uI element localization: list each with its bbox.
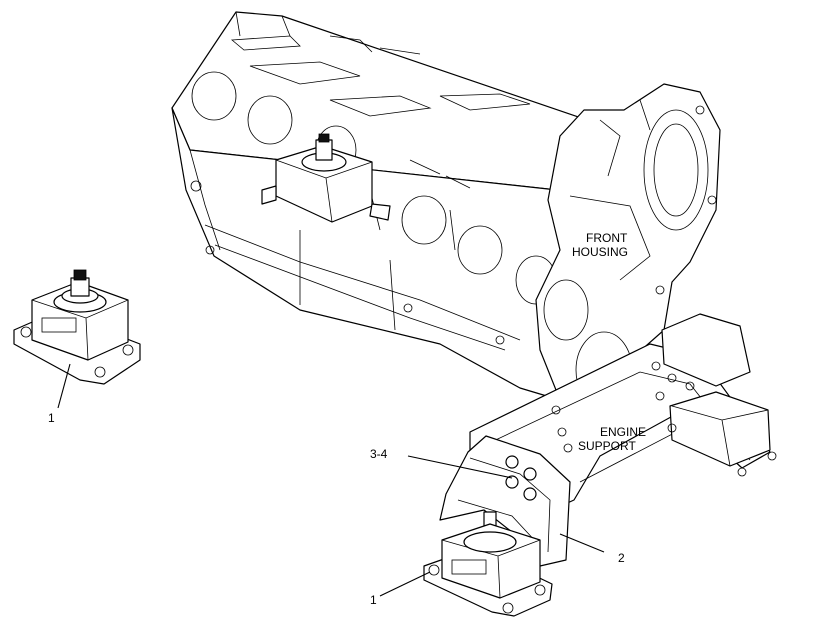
support-bracket (439, 435, 571, 567)
right-engine-mount (661, 313, 777, 477)
engine-support-label-line1: ENGINE (600, 425, 646, 439)
installed-engine-mount (423, 523, 553, 617)
front-housing-label-line1: FRONT (586, 231, 628, 245)
loose-engine-mount (13, 269, 141, 385)
upper-engine-mount (261, 133, 391, 223)
callout-number-bracket: 2 (618, 551, 625, 565)
callout-number-mount-installed: 1 (370, 593, 377, 607)
engine-support-label-line2: SUPPORT (578, 439, 636, 453)
callout-number-mount-loose: 1 (48, 411, 55, 425)
callout-number-bolts: 3-4 (370, 447, 388, 461)
callout-leaders (57, 363, 605, 597)
front-housing-label-line2: HOUSING (572, 245, 628, 259)
